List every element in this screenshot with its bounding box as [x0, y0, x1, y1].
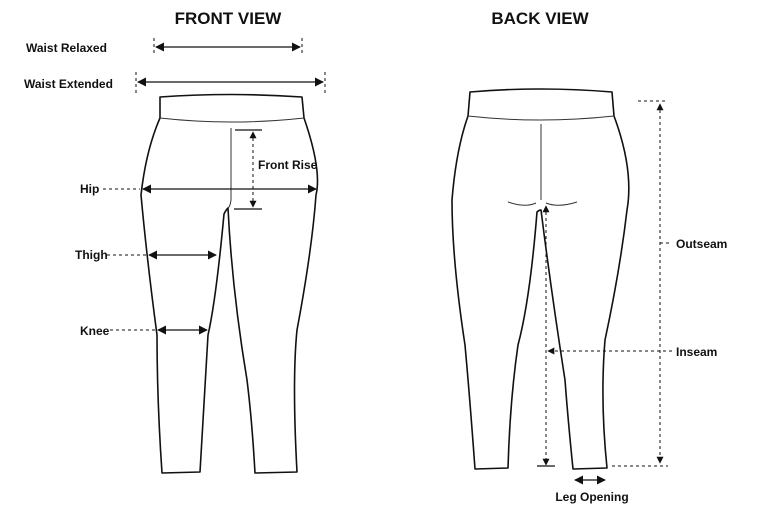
front-leggings-outline — [140, 93, 319, 474]
back-seat-curve-left — [507, 201, 537, 206]
front-leggings-drawing — [140, 93, 319, 474]
outseam-label: Outseam — [676, 237, 727, 251]
thigh-label: Thigh — [75, 248, 108, 262]
waist-relaxed-label: Waist Relaxed — [26, 41, 107, 55]
front-view-title: FRONT VIEW — [175, 9, 283, 28]
inseam-label: Inseam — [676, 345, 717, 359]
knee-label: Knee — [80, 324, 110, 338]
back-seat-curve-right — [545, 201, 578, 206]
back-waistband-seam — [467, 115, 615, 121]
waist-extended-label: Waist Extended — [24, 77, 113, 91]
back-view-title: BACK VIEW — [491, 9, 589, 28]
leg-opening-label: Leg Opening — [555, 490, 628, 504]
back-leggings-outline — [451, 88, 630, 470]
hip-label: Hip — [80, 182, 99, 196]
front-waistband-seam — [159, 117, 305, 123]
back-leggings-drawing — [451, 88, 630, 470]
front-rise-seam — [227, 128, 232, 209]
front-rise-label: Front Rise — [258, 158, 318, 172]
